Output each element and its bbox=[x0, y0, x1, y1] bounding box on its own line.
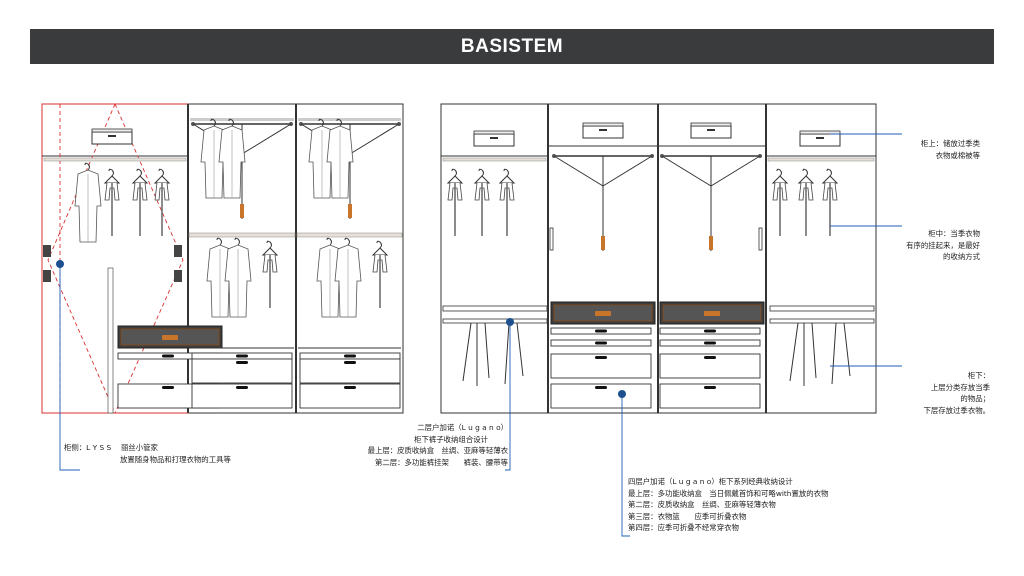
note-mid-line-2: 有序的挂起来，是最好 bbox=[906, 240, 980, 250]
note-lugano4-line-4: 第三层：衣物篮 应季可折叠衣物 bbox=[628, 511, 747, 521]
annotation-dots bbox=[56, 260, 626, 398]
title-banner: BASISTEM bbox=[30, 29, 994, 64]
note-lugano2-line-3: 最上层：皮质收纳盒 丝绸、亚麻等轻薄衣 bbox=[367, 446, 508, 455]
note-mid-line-3: 的收纳方式 bbox=[943, 252, 980, 261]
note-lugano4-line-5: 第四层：应季可折叠不经常穿衣物 bbox=[628, 523, 739, 532]
note-top-storage: 柜上：储放过季类 衣物或棉被等 bbox=[880, 138, 980, 161]
note-lugano-4: 四层户加诺（L u g a n o）柜下系列经典收纳设计 最上层：多功能收纳盒 … bbox=[628, 476, 828, 534]
note-lugano2-line-1: 二层户加诺（L u g a n o） bbox=[417, 423, 508, 432]
leader-lines bbox=[59, 133, 902, 537]
note-lugano4-line-3: 第二层：皮质收纳盒 丝绸、亚麻等轻薄衣物 bbox=[628, 500, 776, 509]
note-mid-line-1: 柜中：当季衣物 bbox=[928, 229, 980, 238]
note-lugano4-line-1: 四层户加诺（L u g a n o）柜下系列经典收纳设计 bbox=[628, 477, 793, 486]
note-lugano2-line-4: 第二层：多功能裤挂架 裤装、腰带等 bbox=[374, 457, 508, 467]
left-wardrobe bbox=[41, 103, 404, 414]
note-lugano4-line-2: 最上层：多功能收纳盒 当日佩戴首饰和可略with置放的衣物 bbox=[628, 488, 829, 498]
brand-title: BASISTEM bbox=[460, 35, 564, 57]
note-middle-hanging: 柜中：当季衣物 有序的挂起来，是最好 的收纳方式 bbox=[860, 228, 980, 263]
note-top-line-1: 柜上：储放过季类 bbox=[920, 139, 980, 148]
note-bottom-line-2: 上层分类存放当季 bbox=[930, 382, 990, 392]
note-lugano2-line-2: 柜下裤子收纳组合设计 bbox=[414, 434, 488, 444]
note-lugano-2: 二层户加诺（L u g a n o） 柜下裤子收纳组合设计 最上层：皮质收纳盒 … bbox=[318, 422, 508, 468]
note-top-line-2: 衣物或棉被等 bbox=[935, 150, 980, 160]
right-wardrobe bbox=[440, 103, 877, 414]
note-left-line-1: 柜侧：L Y S S 丽丝小管家 bbox=[64, 443, 158, 452]
note-left-line-2: 放置随身物品和打理衣物的工具等 bbox=[120, 454, 231, 464]
note-bottom-line-3: 的物品； bbox=[960, 394, 990, 403]
note-bottom-line-4: 下层存放过季衣物。 bbox=[923, 405, 990, 415]
note-bottom-storage: 柜下： 上层分类存放当季 的物品； 下层存放过季衣物。 bbox=[880, 370, 990, 416]
note-bottom-line-1: 柜下： bbox=[967, 371, 990, 380]
note-left-side: 柜侧：L Y S S 丽丝小管家 放置随身物品和打理衣物的工具等 bbox=[64, 442, 231, 465]
